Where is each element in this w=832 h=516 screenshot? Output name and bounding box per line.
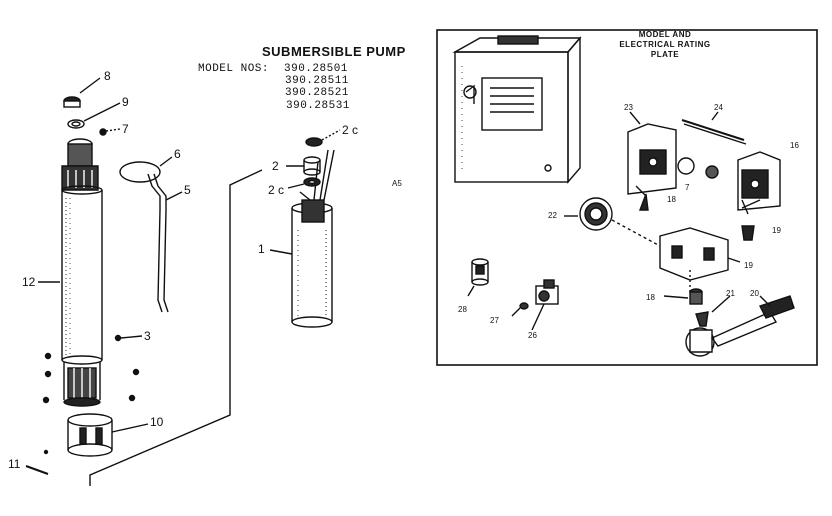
callout-12: 12 (22, 275, 36, 289)
callout-18-upper: 18 (667, 195, 676, 204)
screw-part-11 (25, 465, 49, 475)
part-2c-lower (287, 177, 321, 189)
callout-20: 20 (750, 289, 759, 298)
motor-part-1 (269, 149, 335, 328)
part-2c-top (305, 129, 341, 147)
callout-2c-lower: 2 c (268, 183, 285, 197)
tee-part-26 (531, 279, 559, 331)
pump-body-part-12 (38, 138, 103, 407)
part-2 (286, 156, 321, 176)
model-numbers-label: MODEL NOS: (198, 63, 270, 75)
callout-2: 2 (272, 159, 279, 173)
pressure-switch-part-20-21 (685, 295, 795, 357)
callout-16: 16 (790, 141, 799, 150)
box-header-line2: ELECTRICAL RATING (619, 40, 711, 49)
model-number-2: 390.28511 (285, 75, 349, 87)
callout-3: 3 (144, 329, 151, 343)
callout-23: 23 (624, 103, 633, 112)
cable-guard-part-5 (147, 173, 183, 313)
model-number-1: 390.28501 (284, 63, 348, 75)
screw-part-7 (99, 128, 121, 136)
callout-28: 28 (458, 305, 467, 314)
callout-18-lower: 18 (646, 293, 655, 302)
coupling-part-10 (67, 413, 149, 457)
fitting-part-18 (663, 288, 703, 305)
model-number-4: 390.28531 (286, 100, 350, 112)
callout-2c-top: 2 c (342, 123, 359, 137)
callout-26: 26 (528, 331, 537, 340)
control-box-frame (436, 29, 818, 366)
callout-6: 6 (174, 147, 181, 161)
callout-1: 1 (258, 242, 265, 256)
washer-part-9 (67, 102, 121, 129)
box-header-line3: PLATE (650, 50, 680, 59)
control-box-unit (452, 35, 582, 184)
callout-21: 21 (726, 289, 735, 298)
callout-19-lower: 19 (744, 261, 753, 270)
model-number-3: 390.28521 (285, 87, 349, 99)
section-divider-line (89, 169, 263, 486)
callout-11: 11 (8, 457, 21, 471)
gauge-part-22 (564, 197, 661, 247)
callout-7-box: 7 (685, 183, 690, 192)
bracket-part-23 (627, 111, 677, 195)
relay-fittings (635, 157, 761, 241)
cap-part-8 (63, 77, 101, 108)
callout-24: 24 (714, 103, 723, 112)
callout-8: 8 (104, 69, 111, 83)
callout-10: 10 (150, 415, 164, 429)
box-header-line1: MODEL AND (638, 30, 692, 39)
plug-part-27 (511, 302, 529, 317)
capacitor-part-16 (737, 151, 781, 211)
nipple-part-28 (467, 258, 489, 297)
rod-part-24 (681, 111, 747, 145)
cable-guard-part-6 (119, 156, 173, 183)
callout-9: 9 (122, 95, 129, 109)
callout-5: 5 (184, 183, 191, 197)
callout-7: 7 (122, 122, 129, 136)
side-code: A5 (392, 179, 402, 188)
switch-block-part-19 (659, 227, 741, 294)
callout-27: 27 (490, 316, 499, 325)
callout-19-upper: 19 (772, 226, 781, 235)
callout-22: 22 (548, 211, 557, 220)
small-screws (42, 334, 140, 455)
diagram-title: SUBMERSIBLE PUMP (262, 44, 406, 59)
